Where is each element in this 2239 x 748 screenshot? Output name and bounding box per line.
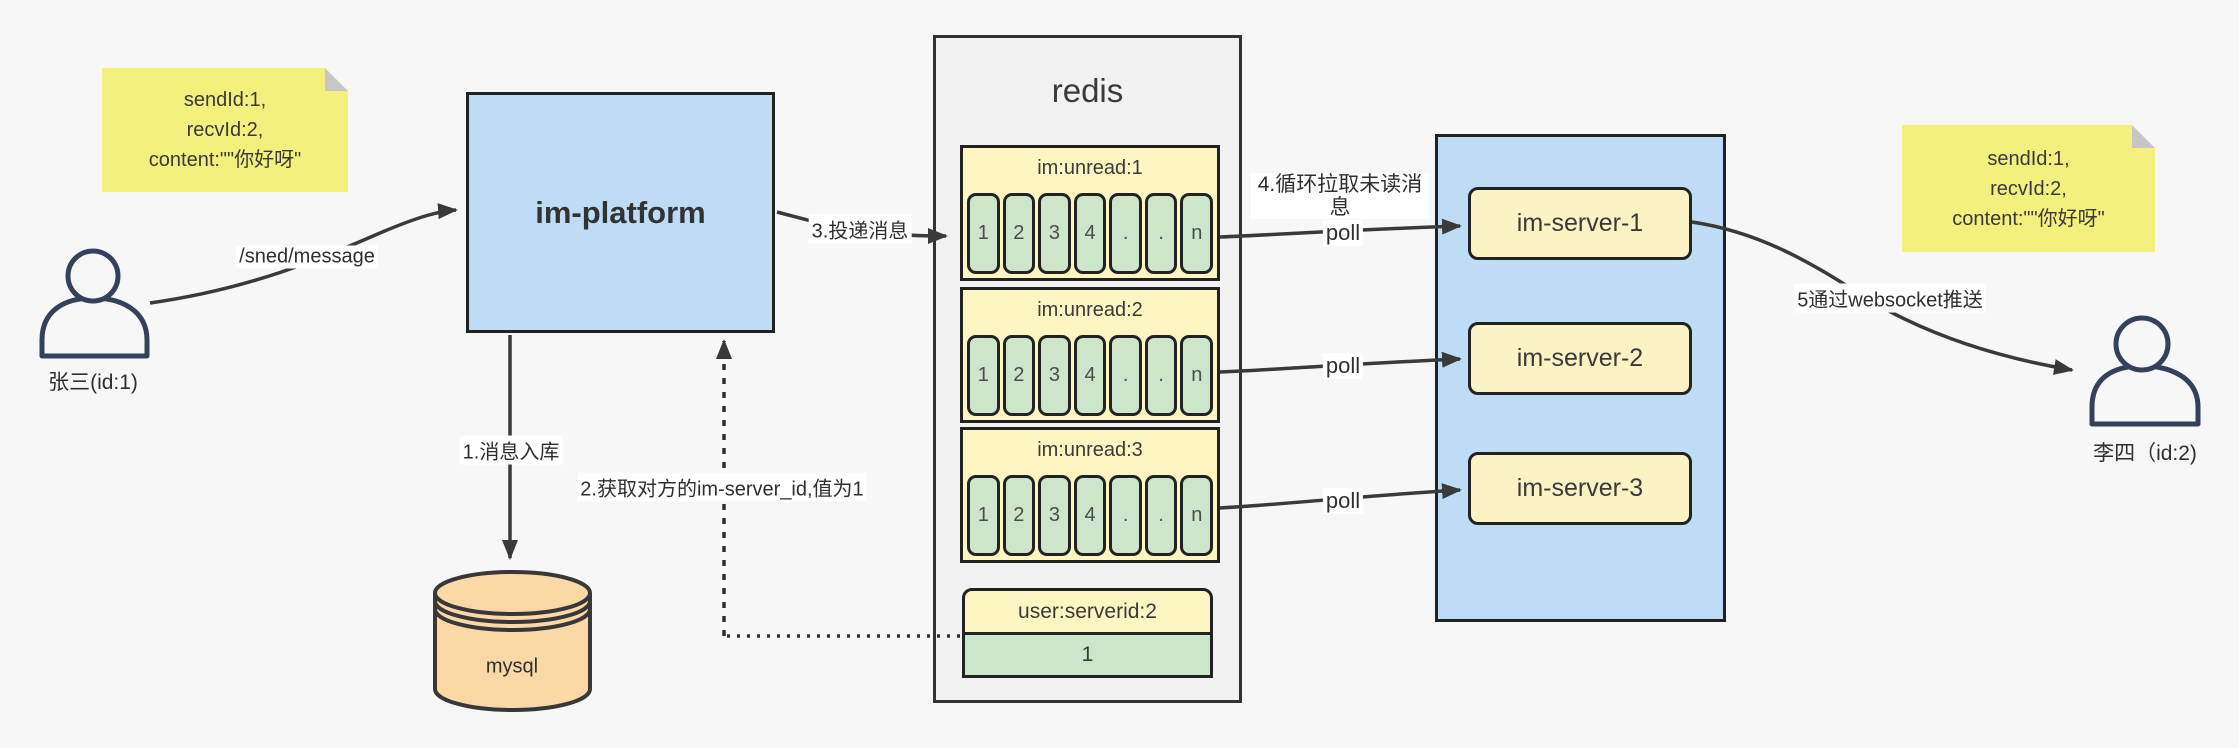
queue-name: im:unread:3 bbox=[1037, 439, 1143, 461]
label-send-api: /sned/message bbox=[236, 245, 378, 269]
queue-im-unread-2: im:unread:2 1 2 3 4 . . n bbox=[960, 287, 1220, 423]
queue-cell: 4 bbox=[1073, 193, 1107, 274]
label-step2: 2.获取对方的im-server_id,值为1 bbox=[577, 472, 867, 502]
mysql-database-icon bbox=[433, 570, 592, 712]
note-line: content:""你好呀" bbox=[1952, 207, 2105, 230]
kv-value: 1 bbox=[962, 635, 1213, 678]
receiver-label: 李四（id:2) bbox=[2093, 442, 2197, 465]
note-line: content:""你好呀" bbox=[148, 149, 302, 171]
queue-im-unread-1: im:unread:1 1 2 3 4 . . n bbox=[960, 145, 1220, 281]
queue-cell: . bbox=[1109, 335, 1142, 416]
label-step5: 5通过websocket推送 bbox=[1794, 283, 1986, 313]
kv-key: user:serverid:2 bbox=[962, 588, 1213, 635]
label-step3: 3.投递消息 bbox=[808, 214, 912, 244]
queue-cell: 1 bbox=[967, 335, 1000, 416]
queue-cell: 4 bbox=[1073, 475, 1107, 556]
im-platform-label: im-platform bbox=[535, 194, 706, 230]
queue-cells: 1 2 3 4 . . n bbox=[967, 335, 1214, 416]
im-server-3-node: im-server-3 bbox=[1468, 452, 1692, 525]
queue-cell: . bbox=[1144, 475, 1178, 556]
queue-im-unread-3: im:unread:3 1 2 3 4 . . n bbox=[960, 427, 1220, 563]
queue-cell: n bbox=[1180, 335, 1214, 416]
redis-title: redis bbox=[1051, 72, 1124, 109]
queue-cell: . bbox=[1109, 475, 1142, 556]
queue-cell: 3 bbox=[1038, 475, 1071, 556]
queue-cell: . bbox=[1144, 193, 1178, 274]
label-poll-3: poll bbox=[1322, 488, 1364, 514]
queue-cell: 2 bbox=[1002, 335, 1036, 416]
note-line: recvId:2, bbox=[186, 119, 264, 141]
label-poll-2: poll bbox=[1322, 353, 1364, 379]
queue-cell: n bbox=[1180, 475, 1214, 556]
queue-cell: 2 bbox=[1002, 475, 1036, 556]
queue-cell: . bbox=[1144, 335, 1178, 416]
im-server-1-node: im-server-1 bbox=[1468, 187, 1692, 260]
label-step4: 4.循环拉取未读消息 bbox=[1251, 173, 1429, 219]
queue-cells: 1 2 3 4 . . n bbox=[967, 475, 1214, 556]
queue-cell: 3 bbox=[1038, 335, 1071, 416]
queue-cells: 1 2 3 4 . . n bbox=[967, 193, 1214, 274]
im-server-2-node: im-server-2 bbox=[1468, 322, 1692, 395]
receiver-user-icon bbox=[2089, 315, 2201, 427]
sender-label: 张三(id:1) bbox=[48, 371, 138, 394]
note-line: sendId:1, bbox=[1987, 147, 2070, 170]
queue-cell: 2 bbox=[1002, 193, 1036, 274]
note-line: recvId:2, bbox=[1990, 177, 2067, 200]
label-step1: 1.消息入库 bbox=[459, 435, 563, 465]
queue-cell: 1 bbox=[967, 193, 1000, 274]
sticky-note-left: sendId:1, recvId:2, content:""你好呀" bbox=[102, 68, 348, 192]
label-poll-1: poll bbox=[1322, 220, 1364, 246]
sticky-note-right: sendId:1, recvId:2, content:""你好呀" bbox=[1902, 125, 2155, 252]
mysql-label: mysql bbox=[485, 655, 539, 678]
note-line: sendId:1, bbox=[183, 89, 267, 111]
queue-cell: n bbox=[1180, 193, 1214, 274]
kv-user-serverid: user:serverid:2 1 bbox=[962, 588, 1213, 678]
queue-cell: 4 bbox=[1073, 335, 1107, 416]
note-fold-corner bbox=[325, 68, 348, 91]
queue-name: im:unread:2 bbox=[1037, 299, 1143, 321]
queue-cell: 3 bbox=[1038, 193, 1071, 274]
sender-user-icon bbox=[39, 248, 150, 359]
queue-cell: . bbox=[1109, 193, 1142, 274]
queue-name: im:unread:1 bbox=[1037, 157, 1143, 179]
im-platform-node: im-platform bbox=[466, 92, 775, 333]
queue-cell: 1 bbox=[967, 475, 1000, 556]
note-fold-corner bbox=[2132, 125, 2155, 148]
